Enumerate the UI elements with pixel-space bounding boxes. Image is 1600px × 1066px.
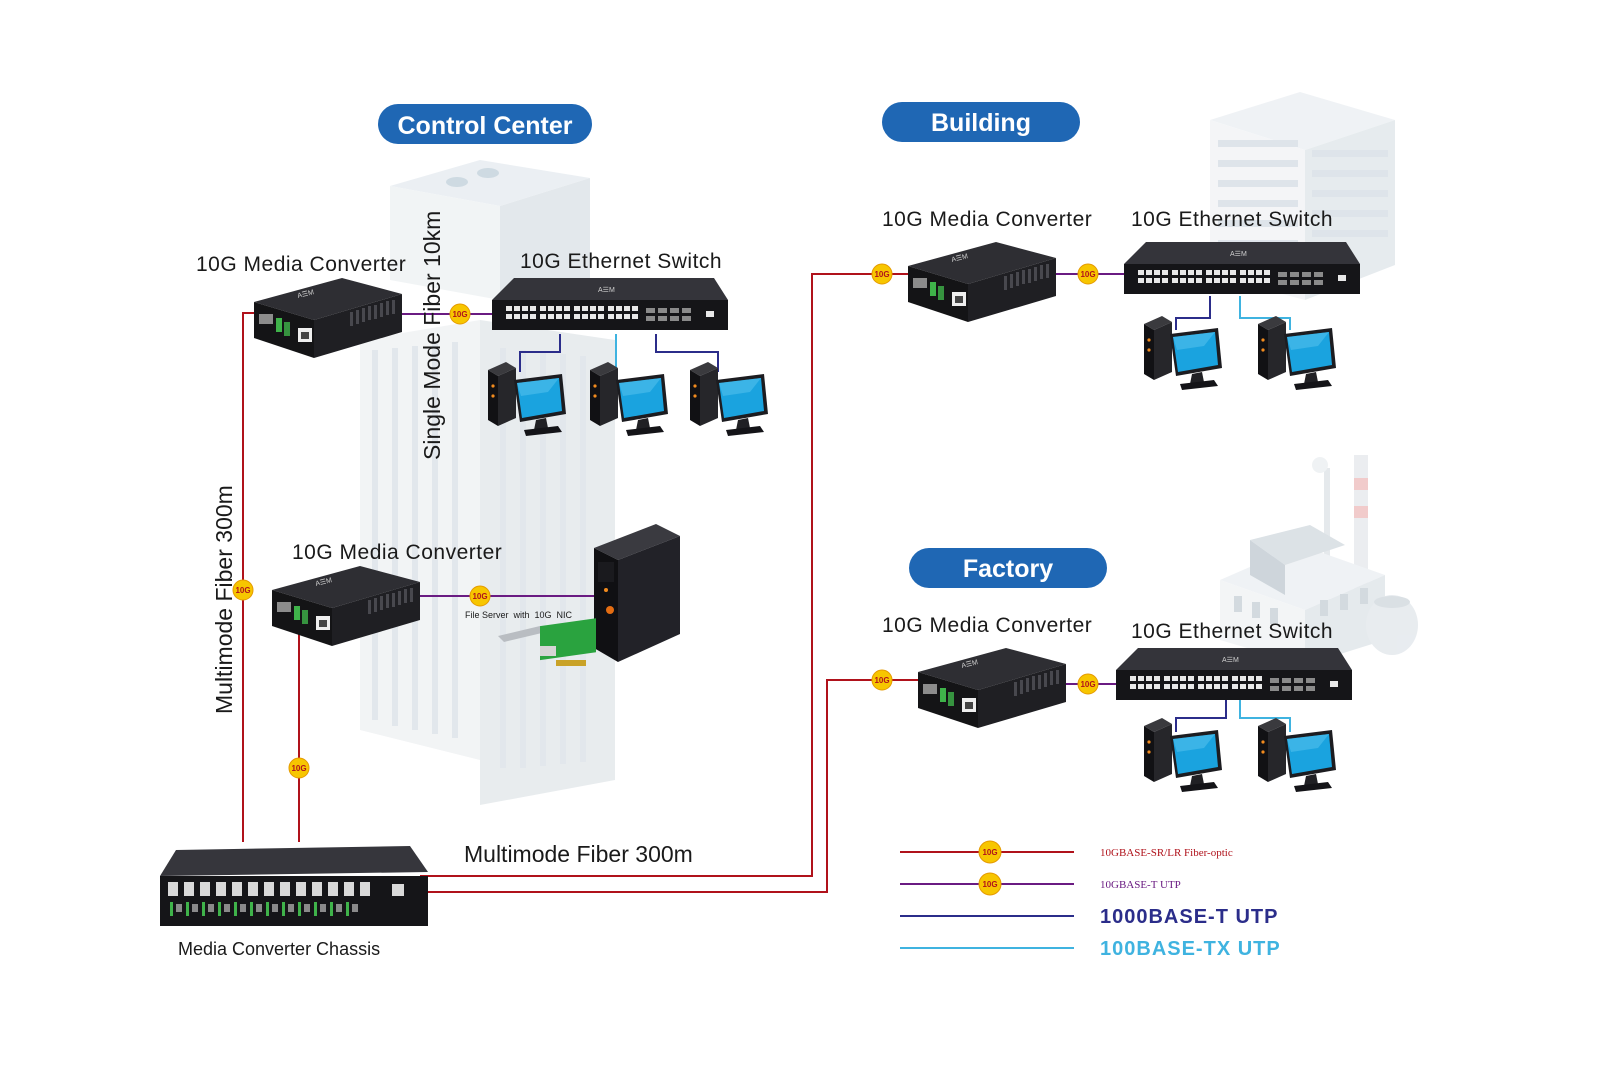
media-converter-factory xyxy=(918,648,1066,728)
media-converter-chassis xyxy=(160,846,428,926)
file-server-label: File Server with 10G NIC xyxy=(465,610,573,620)
region-label-control-center: Control Center xyxy=(398,112,573,140)
computer-icon xyxy=(690,362,768,436)
media-converter-label-building: 10G Media Converter xyxy=(882,208,1092,231)
region-label-factory: Factory xyxy=(963,555,1053,583)
utp-100-links xyxy=(615,296,1291,732)
nic-card-icon xyxy=(498,618,596,666)
computer-icon xyxy=(1258,718,1336,792)
legend-label: 10GBASE-SR/LR Fiber-optic xyxy=(1100,847,1233,859)
region-pill-control-center: Control Center xyxy=(378,104,592,144)
legend-item: 100BASE-TX UTP xyxy=(900,938,1281,960)
ethernet-switch-label-building: 10G Ethernet Switch xyxy=(1131,208,1333,231)
computer-icon xyxy=(590,362,668,436)
control-center-building-icon xyxy=(360,160,615,805)
region-label-building: Building xyxy=(931,109,1031,137)
media-converter-label-cc-mid: 10G Media Converter xyxy=(292,541,502,564)
legend-item: 10G 10GBASE-T UTP xyxy=(900,872,1181,896)
legend-badge-text: 10G xyxy=(982,880,997,889)
ethernet-switch-factory xyxy=(1116,648,1352,700)
ethernet-switch-label-cc: 10G Ethernet Switch xyxy=(520,250,722,273)
region-pill-factory: Factory xyxy=(909,548,1107,588)
ethernet-switch-building xyxy=(1124,242,1360,294)
ethernet-switch-label-factory: 10G Ethernet Switch xyxy=(1131,620,1333,643)
single-mode-fiber-label: Single Mode Fiber 10km xyxy=(419,211,445,460)
legend-label: 100BASE-TX UTP xyxy=(1100,938,1281,960)
computer-icon xyxy=(1258,316,1336,390)
media-converter-label-factory: 10G Media Converter xyxy=(882,614,1092,637)
legend-item: 1000BASE-T UTP xyxy=(900,906,1279,928)
legend-badge xyxy=(978,872,1002,896)
legend-badge-text: 10G xyxy=(982,848,997,857)
multimode-fiber-vertical-label: Multimode Fiber 300m xyxy=(211,485,237,714)
chassis-label: Media Converter Chassis xyxy=(178,939,380,959)
factory-icon xyxy=(1220,455,1418,665)
legend-badge xyxy=(978,840,1002,864)
legend-item: 10G 10GBASE-SR/LR Fiber-optic xyxy=(900,840,1233,864)
server-icon xyxy=(594,524,680,662)
legend-label: 1000BASE-T UTP xyxy=(1100,906,1279,928)
media-converter-label-cc-top: 10G Media Converter xyxy=(196,253,406,276)
utp-1000-links xyxy=(519,296,1227,732)
computer-icon xyxy=(1144,316,1222,390)
computer-icon xyxy=(1144,718,1222,792)
legend-label: 10GBASE-T UTP xyxy=(1100,879,1181,891)
region-pill-building: Building xyxy=(882,102,1080,142)
ethernet-switch-cc xyxy=(492,278,728,330)
media-converter-building xyxy=(908,242,1056,322)
legend: 10G 10GBASE-SR/LR Fiber-optic 10G 10GBASE-T… xyxy=(900,840,1281,960)
multimode-fiber-horizontal-label: Multimode Fiber 300m xyxy=(464,841,693,867)
